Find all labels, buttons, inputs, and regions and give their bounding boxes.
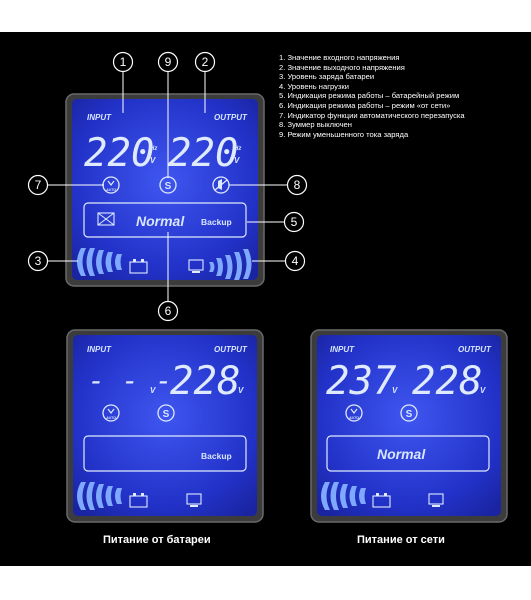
mains-battery-level-bars — [321, 482, 366, 510]
main-battery-icon — [129, 259, 148, 274]
svg-text:AUTO: AUTO — [105, 188, 116, 192]
callout-8 — [286, 174, 308, 196]
battery-mode-box — [83, 435, 247, 472]
battery-output-unit: V — [238, 386, 244, 395]
main-input-unit: V — [150, 156, 156, 165]
svg-text:3: 3 — [35, 254, 42, 268]
mains-output-label: OUTPUT — [458, 345, 492, 354]
legend-item: 5. Индикация режима работы – батарейный … — [279, 91, 460, 101]
callout-2 — [194, 51, 216, 73]
auto-restart-icon: AUTO — [345, 404, 363, 422]
battery-icon — [129, 493, 148, 508]
battery-input-unit: V — [150, 386, 156, 395]
svg-text:7: 7 — [35, 178, 42, 192]
callout-lines — [48, 72, 287, 301]
svg-text:1: 1 — [120, 55, 127, 69]
main-input-hz: Hz — [150, 146, 157, 152]
svg-text:AUTO: AUTO — [105, 416, 116, 420]
main-panel: INPUT OUTPUT 220 Hz V 220 Hz V AUTO S — [65, 93, 265, 287]
main-load-level-bars — [209, 249, 252, 280]
callout-9 — [157, 51, 179, 73]
battery-output-value: 228 — [170, 359, 240, 404]
battery-backup-label: Backup — [201, 451, 232, 461]
mains-input-unit: V — [392, 386, 398, 395]
battery-output-label: OUTPUT — [214, 345, 248, 354]
main-mode-box — [83, 202, 247, 238]
main-backup-label: Backup — [201, 217, 232, 227]
battery-mode-panel: INPUT OUTPUT - - - V 228 V AUTO S Backup — [66, 329, 264, 523]
svg-text:8: 8 — [294, 178, 301, 192]
main-battery-level-bars — [77, 248, 122, 276]
battery-icon — [372, 493, 391, 508]
legend-item: 9. Режим уменьшенного тока заряда — [279, 129, 409, 139]
mains-caption: Питание от сети — [357, 534, 445, 546]
svg-text:AUTO: AUTO — [348, 416, 359, 420]
mains-mode-panel: INPUT OUTPUT 237 V 228 V AUTO S Normal — [310, 329, 508, 523]
callout-1 — [112, 51, 134, 73]
callout-7 — [27, 174, 49, 196]
callout-3 — [27, 250, 49, 272]
svg-text:6: 6 — [165, 304, 172, 318]
mains-input-label: INPUT — [330, 345, 355, 354]
svg-text:S: S — [165, 181, 172, 192]
mains-input-value: 237 — [326, 359, 397, 404]
svg-text:9: 9 — [165, 55, 172, 69]
battery-level-bars — [77, 482, 122, 510]
battery-caption: Питание от батареи — [103, 534, 211, 546]
callout-circles — [27, 51, 308, 322]
battery-input-value: - - - — [88, 364, 172, 397]
legend-item: 8. Зуммер выключен — [279, 120, 352, 130]
legend-item: 6. Индикация режима работы – режим «от с… — [279, 100, 451, 110]
mains-output-value: 228 — [412, 359, 482, 404]
svg-text:S: S — [406, 409, 413, 420]
main-output-value: 220 — [168, 131, 238, 176]
callout-4 — [284, 250, 306, 272]
callout-numbers: 1 9 2 7 8 3 4 5 6 — [35, 55, 301, 318]
mains-output-unit: V — [480, 386, 486, 395]
main-normal-label: Normal — [136, 213, 185, 229]
legend-item: 3. Уровень заряда батареи — [279, 72, 375, 82]
legend-item: 2. Значение выходного напряжения — [279, 62, 405, 72]
battery-input-label: INPUT — [87, 345, 112, 354]
svg-text:4: 4 — [292, 254, 299, 268]
load-icon — [186, 493, 202, 507]
svg-text:5: 5 — [291, 215, 298, 229]
auto-restart-icon: AUTO — [102, 404, 120, 422]
main-input-label: INPUT — [87, 113, 112, 122]
load-icon — [428, 493, 444, 507]
legend-item: 1. Значение входного напряжения — [279, 53, 400, 62]
reduced-charge-icon: S — [400, 404, 418, 422]
main-output-label: OUTPUT — [214, 113, 248, 122]
battery-mode-icon — [97, 212, 115, 226]
reduced-charge-icon: S — [157, 404, 175, 422]
main-input-value: 220 — [84, 131, 154, 176]
legend-list: 1. Значение входного напряжения 2. Значе… — [279, 53, 529, 139]
mains-mode-box — [326, 435, 490, 472]
callout-5 — [283, 211, 305, 233]
legend-item: 7. Индикатор функции автоматического пер… — [279, 110, 465, 120]
main-output-unit: V — [234, 156, 240, 165]
svg-text:S: S — [163, 409, 170, 420]
callout-6 — [157, 300, 179, 322]
svg-text:2: 2 — [202, 55, 209, 69]
mains-normal-label: Normal — [377, 446, 426, 462]
main-panel-lcd — [72, 99, 258, 280]
main-output-hz: Hz — [234, 146, 241, 152]
main-load-icon — [188, 259, 204, 273]
legend-item: 4. Уровень нагрузки — [279, 81, 349, 91]
